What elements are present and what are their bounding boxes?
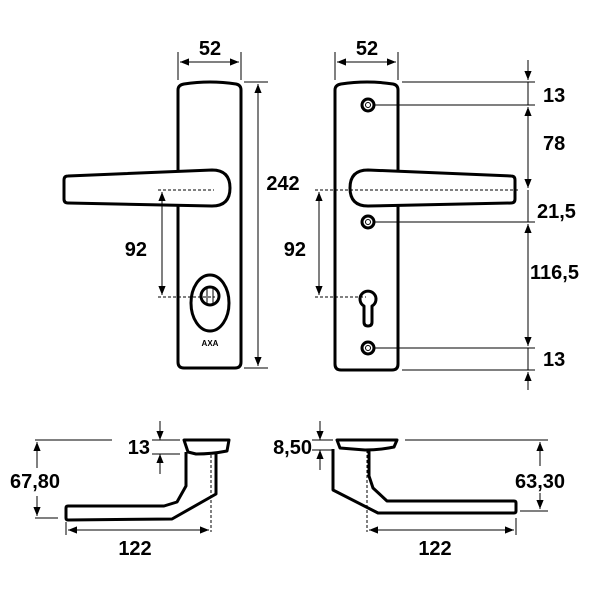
label-height: 63,30 (515, 471, 565, 493)
label-height: 67,80 (10, 471, 60, 493)
front-view: AXA 92 52 242 (62, 38, 300, 370)
label-offset: 78 (543, 133, 565, 155)
label-width: 52 (356, 38, 378, 60)
label-length: 122 (118, 538, 151, 560)
label-length: 122 (418, 538, 451, 560)
label-offset: 116,5 (530, 262, 579, 284)
label-offset: 13 (543, 349, 565, 371)
label-width: 52 (199, 38, 221, 60)
back-lever (348, 168, 517, 208)
label-offset: 13 (543, 85, 565, 107)
right-lever-profile (331, 438, 518, 515)
left-lever-profile (64, 438, 231, 522)
keyhole-icon (358, 289, 378, 328)
front-lever (62, 168, 232, 208)
label-92: 92 (284, 239, 306, 261)
label-rose: 13 (128, 437, 150, 459)
thumb-turn (199, 285, 221, 307)
label-offset: 21,5 (537, 201, 576, 223)
label-92: 92 (125, 239, 147, 261)
brand-logo: AXA (202, 339, 219, 348)
side-view-left: 67,80 13 122 (10, 421, 231, 560)
screw-icon (360, 97, 376, 113)
label-rose: 8,50 (273, 437, 312, 459)
screw-icon (360, 214, 376, 230)
side-view-right: 63,30 8,50 122 (273, 421, 565, 560)
screw-icon (360, 340, 376, 356)
label-height: 242 (266, 173, 299, 195)
back-view: 92 52 13 78 21,5 116,5 13 (284, 38, 579, 390)
